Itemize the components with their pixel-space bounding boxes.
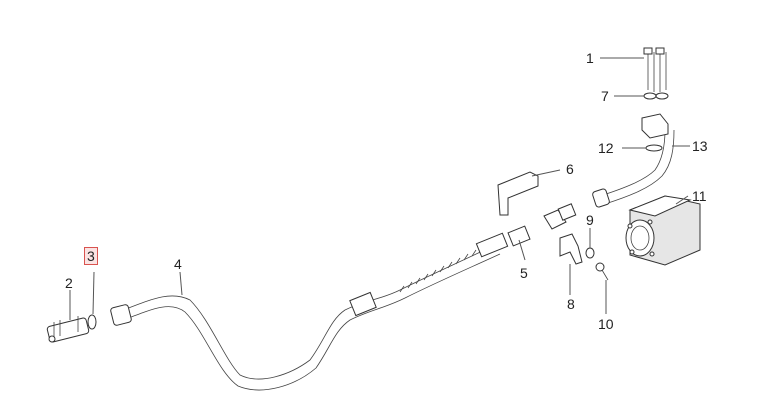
bolts	[643, 47, 667, 92]
callout-11[interactable]: 11	[692, 188, 707, 204]
callout-5[interactable]: 5	[520, 265, 528, 281]
pump-unit	[625, 195, 701, 266]
leader-lines	[69, 57, 690, 320]
callout-8[interactable]: 8	[567, 296, 575, 312]
hose-end-left	[110, 304, 132, 326]
callout-7[interactable]: 7	[601, 88, 609, 104]
clamp	[559, 233, 583, 265]
washer	[585, 247, 595, 259]
callout-13[interactable]: 13	[692, 138, 708, 154]
o-ring	[87, 314, 97, 330]
callout-1[interactable]: 1	[586, 50, 594, 66]
callout-9[interactable]: 9	[586, 212, 594, 228]
callout-4[interactable]: 4	[174, 256, 182, 272]
callout-10[interactable]: 10	[598, 316, 614, 332]
callout-3[interactable]: 3	[84, 247, 98, 265]
hose-assembly	[117, 232, 509, 391]
left-fitting	[46, 316, 90, 343]
upper-pipe	[592, 113, 675, 208]
upper-o-ring	[645, 144, 663, 152]
callout-6[interactable]: 6	[566, 161, 574, 177]
mid-fitting	[507, 203, 577, 247]
callout-2[interactable]: 2	[65, 275, 73, 291]
screw	[595, 262, 609, 281]
callout-12[interactable]: 12	[598, 140, 614, 156]
washers	[643, 92, 669, 100]
bracket	[497, 171, 539, 216]
